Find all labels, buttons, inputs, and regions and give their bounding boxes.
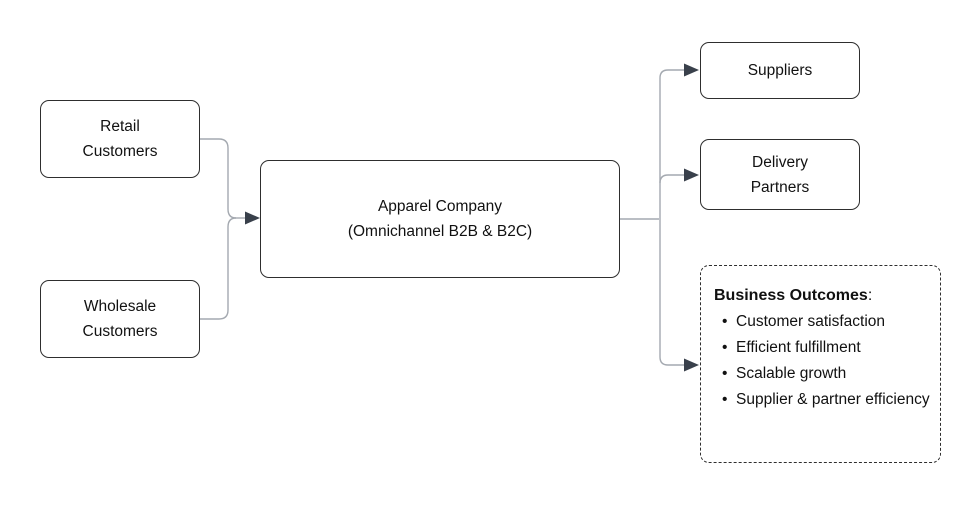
node-retail-customers-label: Retail Customers <box>82 118 158 160</box>
node-suppliers: Suppliers <box>700 42 860 99</box>
arrowhead-into-delivery <box>684 168 699 182</box>
arrowhead-into-suppliers <box>684 63 699 77</box>
arrowhead-into-company <box>245 211 260 225</box>
node-apparel-company: Apparel Company (Omnichannel B2B & B2C) <box>260 160 620 278</box>
node-wholesale-customers-label: Wholesale Customers <box>82 298 158 340</box>
node-business-outcomes: Business Outcomes: Customer satisfaction… <box>700 265 941 463</box>
outcome-item: Supplier & partner efficiency <box>720 387 930 413</box>
edge-company-to-suppliers <box>659 69 684 219</box>
business-outcomes-title-colon: : <box>867 287 873 304</box>
business-outcomes-title-text: Business Outcomes <box>714 287 868 304</box>
node-suppliers-label: Suppliers <box>747 62 813 79</box>
node-apparel-company-label: Apparel Company (Omnichannel B2B & B2C) <box>347 198 533 240</box>
business-outcomes-title: Business Outcomes: <box>714 284 930 308</box>
edge-wholesale-to-company <box>200 217 237 320</box>
node-wholesale-customers: Wholesale Customers <box>40 280 200 358</box>
node-delivery-partners: Delivery Partners <box>700 139 860 210</box>
edge-retail-to-company <box>200 138 237 219</box>
outcome-item: Efficient fulfillment <box>720 335 930 361</box>
outcome-item: Scalable growth <box>720 361 930 387</box>
edge-company-to-delivery <box>659 174 684 184</box>
node-delivery-partners-label: Delivery Partners <box>750 153 810 196</box>
edge-company-to-outcomes <box>659 219 684 366</box>
arrowhead-into-outcomes <box>684 358 699 372</box>
outcome-item: Customer satisfaction <box>720 309 930 335</box>
node-retail-customers: Retail Customers <box>40 100 200 178</box>
business-outcomes-list: Customer satisfaction Efficient fulfillm… <box>714 309 930 413</box>
